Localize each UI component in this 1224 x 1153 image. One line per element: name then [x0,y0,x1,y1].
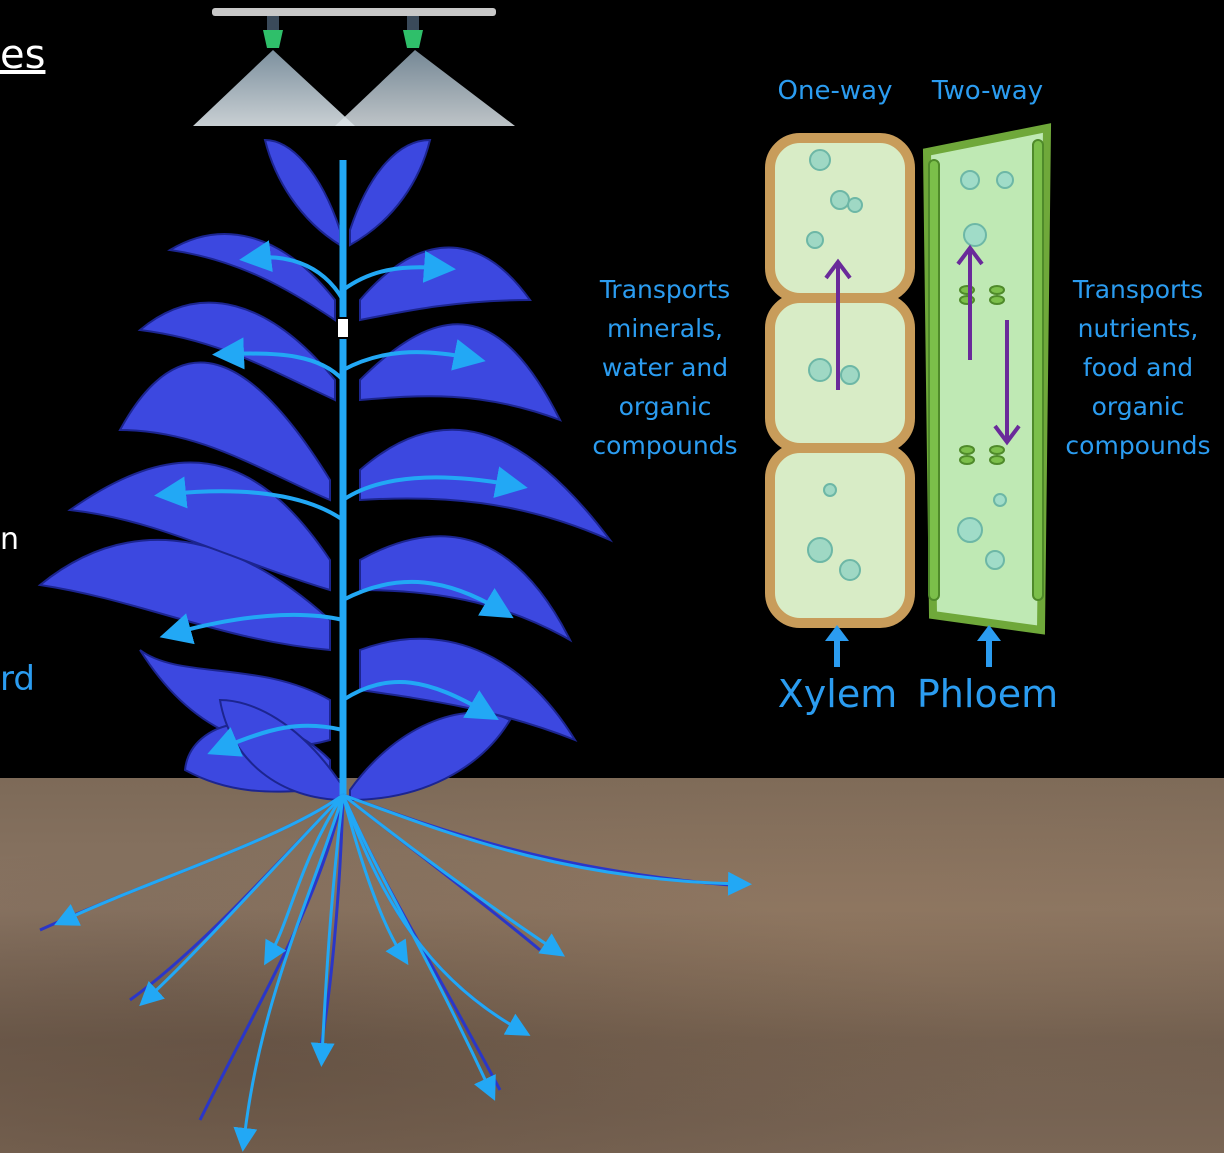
xylem-label: Xylem [770,670,905,718]
phloem-cell-illustration [915,120,1055,635]
xylem-desc-line: organic [585,387,745,426]
xylem-desc-line: water and [585,348,745,387]
phloem-label: Phloem [915,670,1060,718]
phloem-desc-line: nutrients, [1058,309,1218,348]
phloem-desc-line: food and [1058,348,1218,387]
xylem-flow-label: One-way [770,72,900,111]
phloem-flow-label: Two-way [925,72,1050,111]
xylem-cell-illustration [760,130,920,635]
phloem-desc-line: Transports [1058,270,1218,309]
phloem-desc-line: compounds [1058,426,1218,465]
xylem-desc-line: compounds [585,426,745,465]
nozzle-right-icon [335,16,515,126]
phloem-description: Transports nutrients, food and organic c… [1058,270,1218,465]
phloem-desc-line: organic [1058,387,1218,426]
spray-nozzle-icon [185,0,525,130]
xylem-desc-line: minerals, [585,309,745,348]
slide-title-fragment: es [0,30,60,80]
up-arrow-icon [822,625,852,670]
nozzle-left-icon [193,16,355,126]
up-arrow-icon [974,625,1004,670]
xylem-desc-line: Transports [585,270,745,309]
xylem-description: Transports minerals, water and organic c… [585,270,745,465]
